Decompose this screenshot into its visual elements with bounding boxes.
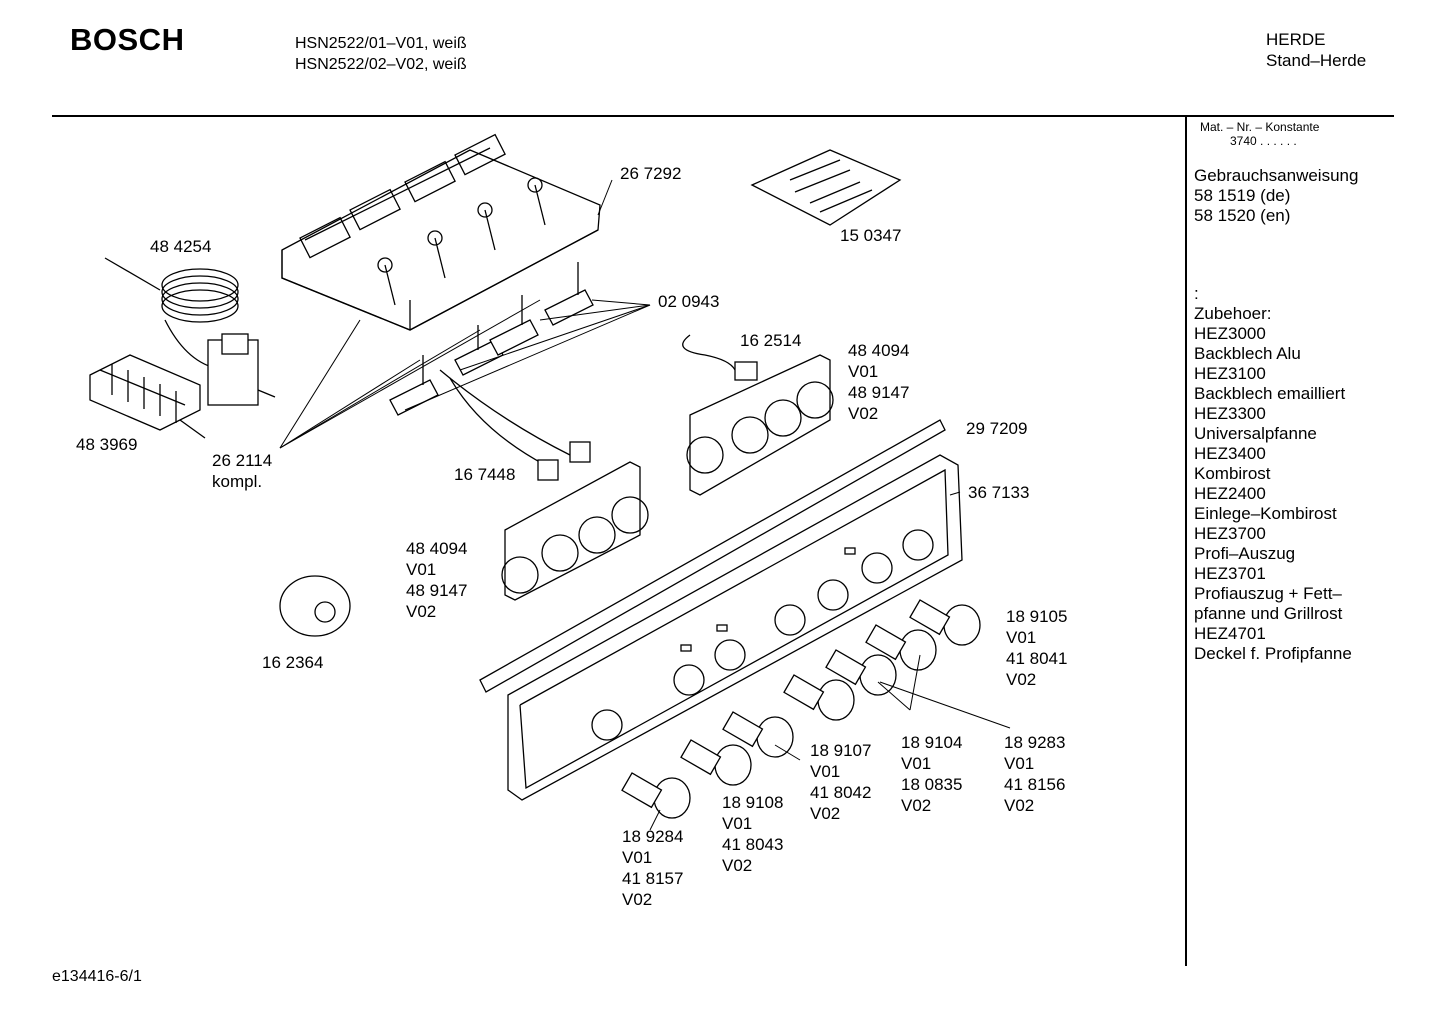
- part-line: 18 9284: [622, 827, 684, 846]
- accessory-line: Einlege–Kombirost: [1194, 504, 1337, 523]
- part-line: V01: [1004, 754, 1035, 773]
- part-line: 41 8157: [622, 869, 684, 888]
- part-line: 48 9147: [848, 383, 910, 402]
- switch-housing: [281, 133, 601, 331]
- part-label-484094-mid: 48 4094 V01 48 9147 V02: [406, 538, 467, 622]
- category-line-2: Stand–Herde: [1266, 51, 1367, 70]
- accessory-line: Backblech Alu: [1194, 344, 1301, 363]
- part-line: V02: [901, 796, 932, 815]
- part-line: V02: [722, 856, 753, 875]
- part-label-484094-top: 48 4094 V01 48 9147 V02: [848, 340, 909, 424]
- knob-holder-lower: [501, 461, 649, 601]
- part-label-189283: 18 9283 V01 41 8156 V02: [1004, 732, 1065, 816]
- connector: [682, 334, 758, 381]
- accessory-line: Profiauszug + Fett–: [1194, 584, 1342, 603]
- manual-title: Gebrauchsanweisung: [1194, 166, 1359, 185]
- part-label-189104: 18 9104 V01 18 0835 V02: [901, 732, 962, 816]
- trim-strip: [479, 419, 946, 693]
- part-line: 41 8156: [1004, 775, 1066, 794]
- part-label-267292: 26 7292: [620, 164, 682, 183]
- leader-lines: [279, 179, 1011, 831]
- part-line: 48 4094: [848, 341, 910, 360]
- part-line: V01: [406, 560, 437, 579]
- part-line: 18 9104: [901, 733, 963, 752]
- part-line: V01: [622, 848, 653, 867]
- header-divider: [52, 115, 1394, 117]
- manual-item: 58 1520 (en): [1194, 206, 1291, 225]
- accessory-line: Kombirost: [1194, 464, 1271, 483]
- accessory-line: HEZ3000: [1194, 324, 1266, 343]
- part-line: V02: [810, 804, 841, 823]
- part-label-367133: 36 7133: [968, 483, 1030, 502]
- part-label-162514: 16 2514: [740, 331, 802, 350]
- model-line-1: HSN2522/01–V01, weiß: [295, 35, 467, 52]
- category-line-1: HERDE: [1266, 30, 1326, 49]
- thermostat-coil: [104, 257, 276, 406]
- part-line: kompl.: [212, 472, 263, 491]
- part-line: V01: [722, 814, 753, 833]
- part-label-189107: 18 9107 V01 41 8042 V02: [810, 740, 871, 824]
- part-label-262114: 26 2114 kompl.: [212, 450, 272, 492]
- mat-value: 3740 . . . . . .: [1230, 134, 1297, 148]
- accessory-line: HEZ3700: [1194, 524, 1266, 543]
- part-label-020943: 02 0943: [658, 292, 720, 311]
- sidebar-divider: [1185, 116, 1187, 966]
- part-line: V02: [848, 404, 879, 423]
- part-line: 41 8042: [810, 783, 872, 802]
- knob-holder-upper: [686, 354, 834, 496]
- accessory-line: Universalpfanne: [1194, 424, 1317, 443]
- accessory-line: HEZ2400: [1194, 484, 1266, 503]
- part-label-483969: 48 3969: [76, 435, 138, 454]
- energy-regulator: [89, 354, 206, 439]
- exploded-view-drawing: [89, 133, 1011, 831]
- part-line: 18 0835: [901, 775, 963, 794]
- part-line: V02: [1006, 670, 1037, 689]
- part-line: 48 9147: [406, 581, 468, 600]
- part-line: 26 2114: [212, 451, 273, 470]
- accessory-line: HEZ3100: [1194, 364, 1266, 383]
- part-line: 41 8041: [1006, 649, 1068, 668]
- part-line: 18 9107: [810, 741, 872, 760]
- part-label-150347: 15 0347: [840, 226, 902, 245]
- part-label-162364: 16 2364: [262, 653, 324, 672]
- control-panel: [507, 454, 963, 801]
- part-line: 41 8043: [722, 835, 784, 854]
- model-line-2: HSN2522/02–V02, weiß: [295, 56, 467, 73]
- accessory-line: HEZ4701: [1194, 624, 1266, 643]
- mat-label: Mat. – Nr. – Konstante: [1200, 120, 1320, 134]
- accessory-line: HEZ3400: [1194, 444, 1266, 463]
- accessory-line: pfanne und Grillrost: [1194, 604, 1343, 623]
- manual-item: 58 1519 (de): [1194, 186, 1291, 205]
- accessory-line: Backblech emailliert: [1194, 384, 1346, 403]
- part-label-484254: 48 4254: [150, 237, 212, 256]
- part-line: V01: [901, 754, 932, 773]
- accessory-line: Profi–Auszug: [1194, 544, 1296, 563]
- part-label-189105: 18 9105 V01 41 8041 V02: [1006, 606, 1067, 690]
- part-line: V01: [1006, 628, 1037, 647]
- part-label-167448: 16 7448: [454, 465, 516, 484]
- part-line: V02: [1004, 796, 1035, 815]
- part-line: 18 9108: [722, 793, 784, 812]
- part-line: 48 4094: [406, 539, 468, 558]
- part-line: V01: [810, 762, 841, 781]
- part-label-189284: 18 9284 V01 41 8157 V02: [622, 826, 683, 910]
- accessories-title: Zubehoer:: [1194, 304, 1272, 323]
- part-line: 18 9283: [1004, 733, 1066, 752]
- screw-bag: [750, 149, 902, 226]
- part-line: V02: [622, 890, 653, 909]
- document-id: e134416-6/1: [52, 968, 142, 985]
- accessory-line: Deckel f. Profipfanne: [1194, 644, 1352, 663]
- part-label-297209: 29 7209: [966, 419, 1028, 438]
- brand-logo: BOSCH: [70, 22, 185, 57]
- accessory-line: HEZ3300: [1194, 404, 1266, 423]
- knob-cap: [279, 575, 351, 637]
- part-line: 18 9105: [1006, 607, 1068, 626]
- colon-mark: :: [1194, 284, 1199, 303]
- sidebar: Mat. – Nr. – Konstante 3740 . . . . . . …: [1194, 120, 1394, 664]
- knob-set: [621, 599, 981, 819]
- part-line: V02: [406, 602, 437, 621]
- part-line: V01: [848, 362, 879, 381]
- part-label-189108: 18 9108 V01 41 8043 V02: [722, 792, 783, 876]
- accessory-line: HEZ3701: [1194, 564, 1266, 583]
